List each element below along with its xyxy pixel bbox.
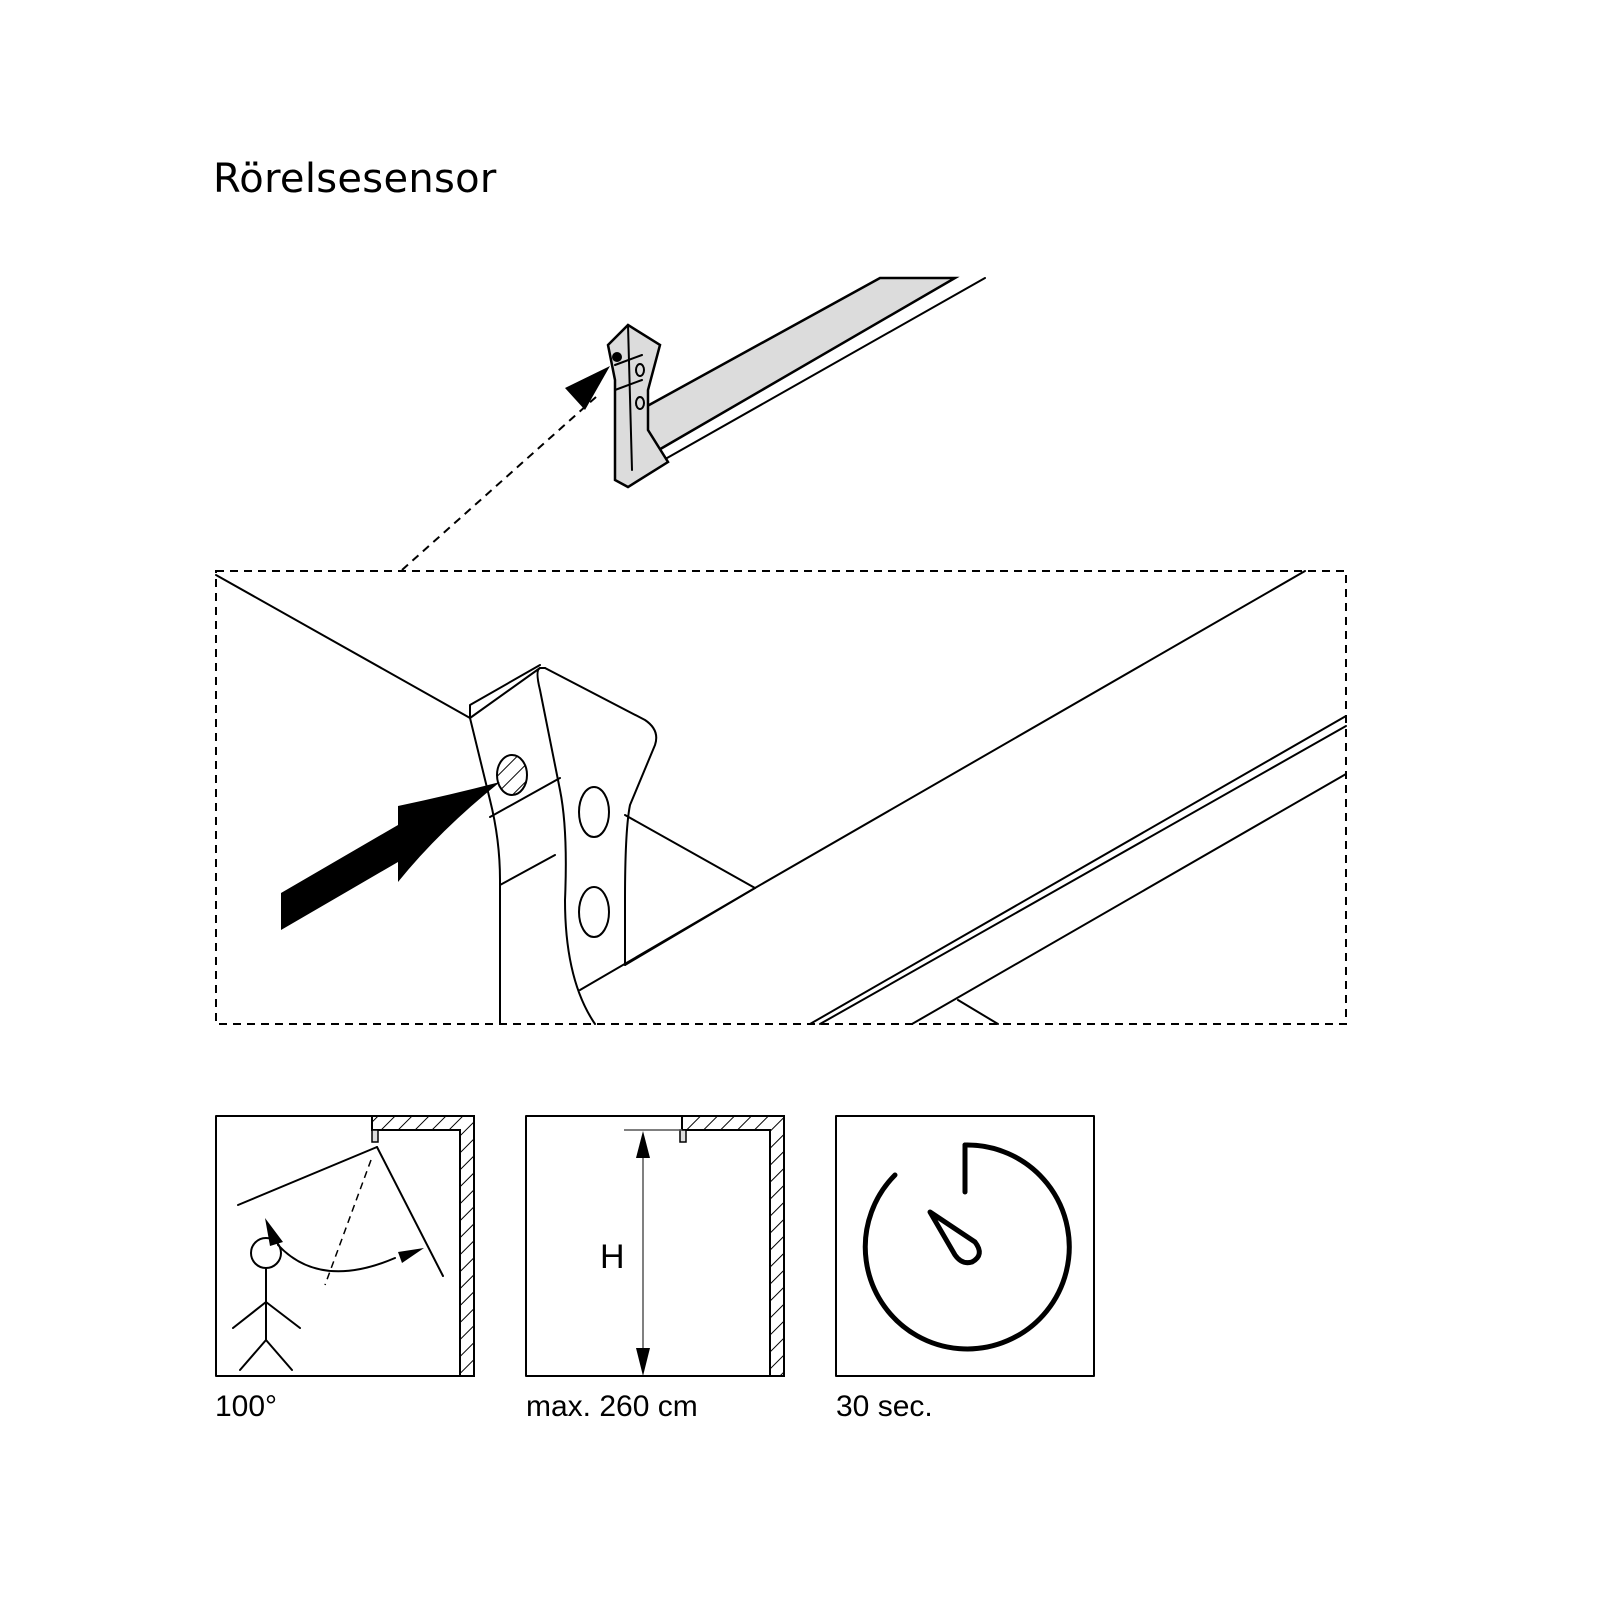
page-title: Rörelsesensor — [213, 156, 497, 202]
height-label: H — [600, 1238, 625, 1276]
arrow-icon — [281, 782, 500, 930]
angle-caption: 100° — [215, 1390, 278, 1423]
sensor-detail — [215, 570, 1347, 1025]
light-rail-overview — [401, 276, 986, 571]
mounting-height-icon — [525, 1115, 785, 1377]
timer-icon — [835, 1115, 1095, 1377]
detection-angle-icon — [215, 1115, 475, 1377]
sensor-lens-icon — [612, 352, 622, 362]
timer-caption: 30 sec. — [836, 1390, 933, 1423]
arrow-icon — [565, 366, 610, 410]
height-caption: max. 260 cm — [526, 1390, 698, 1423]
